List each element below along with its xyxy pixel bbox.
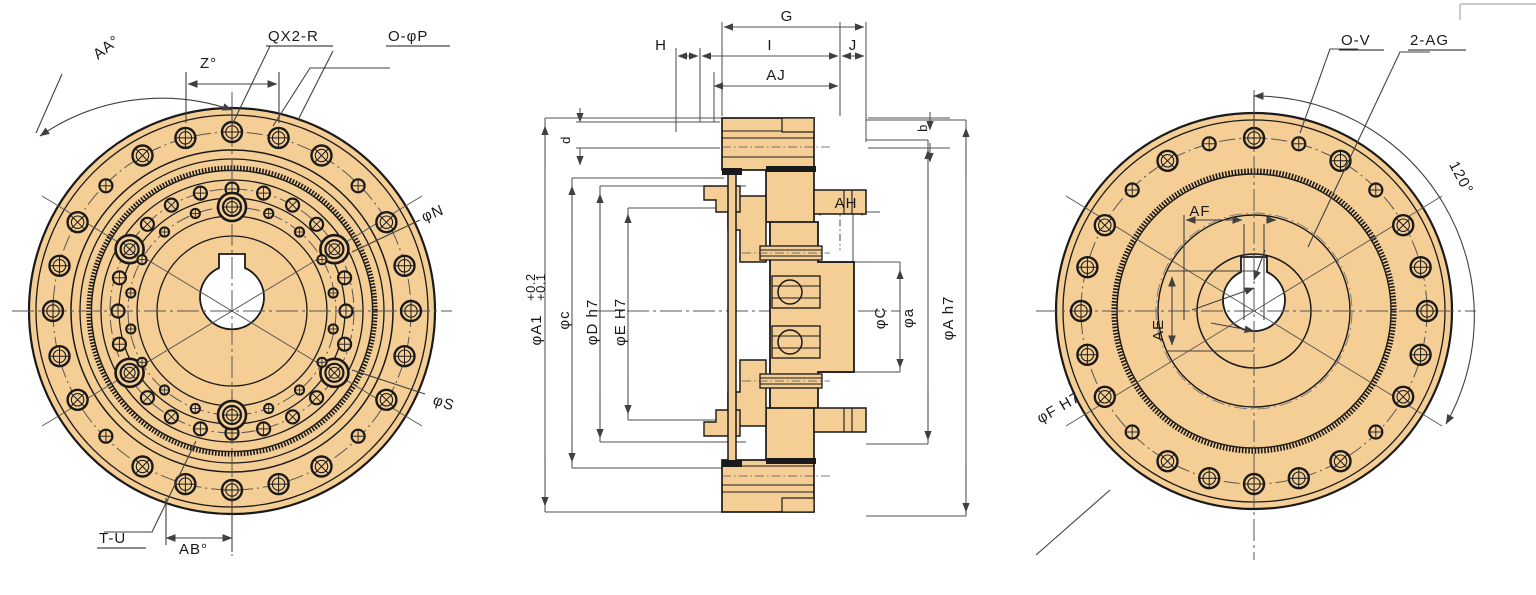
spigot-upper	[813, 189, 867, 215]
flange-step-bottom	[781, 497, 815, 513]
pin-circle-lower	[777, 329, 803, 355]
center-view-labels: G H I J AJ AH b d φA1 +0.2 +0.1 φc φD h7…	[523, 8, 957, 346]
label-h: H	[655, 37, 667, 54]
label-phi-c-cap: φC	[872, 307, 889, 330]
label-ab-angle: AB°	[179, 541, 208, 558]
label-phi-a1-tol-upper: +0.2	[523, 273, 538, 301]
shaft-cap-bottom	[722, 460, 742, 467]
label-i: I	[767, 37, 772, 54]
label-aj: AJ	[766, 67, 786, 84]
shaft-cap-top	[722, 168, 742, 175]
label-phi-s: φS	[431, 392, 457, 415]
label-phi-a-small: φa	[900, 308, 917, 328]
label-g: G	[781, 8, 794, 25]
center-cross-section-view: G H I J AJ AH b d φA1 +0.2 +0.1 φc φD h7…	[523, 8, 970, 517]
section-geometry	[703, 117, 867, 513]
label-o-v: O-V	[1341, 32, 1371, 49]
seal-bottom	[766, 458, 816, 464]
label-phi-a1-tol-lower: +0.1	[533, 273, 548, 301]
label-qx2r: QX2-R	[268, 28, 319, 45]
label-ae: AE	[1150, 319, 1167, 341]
label-j: J	[849, 37, 858, 54]
label-phi-a-h7: φA h7	[940, 296, 957, 341]
outer-flange-top	[721, 117, 815, 171]
label-2-ag: 2-AG	[1410, 32, 1449, 49]
label-b: b	[915, 124, 930, 132]
inner-shaft-column	[727, 173, 737, 463]
label-phi-c-small: φc	[556, 310, 573, 329]
right-rear-face-view: O-V 2-AG 120° AF AE φF H7	[1034, 32, 1477, 560]
spigot-lower	[813, 407, 867, 433]
label-o-phi-p: O-φP	[388, 28, 428, 45]
flange-step-top	[781, 117, 815, 133]
right-view-annotations	[1035, 48, 1475, 556]
label-phi-d-h7: φD h7	[584, 299, 601, 345]
label-t-u: T-U	[99, 530, 126, 547]
label-af: AF	[1189, 203, 1210, 220]
label-phi-a1: φA1	[528, 314, 545, 345]
label-phi-e-h7: φE H7	[612, 298, 629, 346]
label-z-angle: Z°	[200, 55, 217, 72]
label-ah: AH	[835, 195, 858, 212]
pin-circle-upper	[777, 279, 803, 305]
label-d: d	[558, 136, 573, 144]
label-phi-a1-group: φA1 +0.2 +0.1	[523, 273, 548, 345]
left-front-face-view: AA° Z° QX2-R O-φP φN φS T-U AB°	[12, 28, 457, 558]
seal-top	[766, 166, 816, 172]
diagonal-centerline-b	[41, 195, 423, 427]
